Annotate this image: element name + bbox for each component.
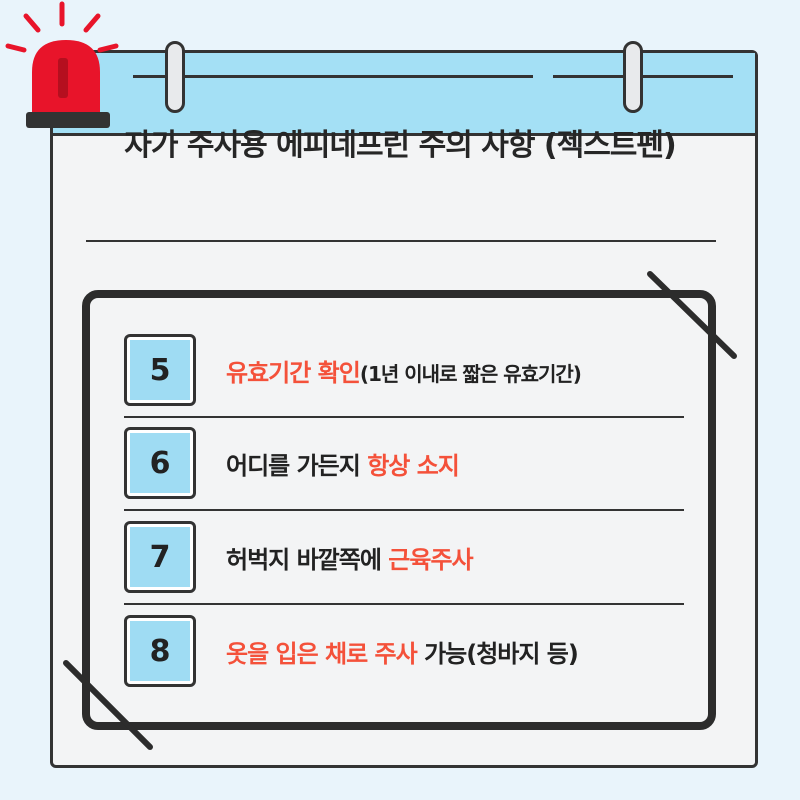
list-item: 8 옷을 입은 채로 주사 가능(청바지 등) <box>124 606 684 696</box>
header-line <box>553 75 733 78</box>
item-text: 유효기간 확인(1년 이내로 짧은 유효기간) <box>226 353 582 388</box>
list-item: 6 어디를 가든지 항상 소지 <box>124 418 684 508</box>
frame-corner-accent <box>63 660 153 750</box>
item-number-badge: 8 <box>124 615 196 687</box>
title-divider <box>86 240 716 242</box>
item-text: 옷을 입은 채로 주사 가능(청바지 등) <box>226 634 579 669</box>
list-item: 7 허벅지 바깥쪽에 근육주사 <box>124 512 684 602</box>
item-text-plain: 가능(청바지 등) <box>416 639 579 668</box>
item-number-badge: 5 <box>124 334 196 406</box>
content-frame <box>82 290 716 730</box>
item-text: 허벅지 바깥쪽에 근육주사 <box>226 540 474 575</box>
frame-corner-accent <box>647 271 737 359</box>
row-divider <box>124 416 684 418</box>
item-number: 8 <box>130 621 190 681</box>
row-divider <box>124 509 684 511</box>
item-text-plain: 허벅지 바깥쪽에 <box>226 545 389 574</box>
header-line <box>133 75 533 78</box>
item-text: 어디를 가든지 항상 소지 <box>226 446 460 481</box>
page-title: 자가 주사용 에피네프린 주의 사항 (젝스트펜) <box>124 128 676 163</box>
item-text-highlight: 유효기간 확인 <box>226 358 361 387</box>
item-number-badge: 6 <box>124 427 196 499</box>
binder-ring <box>623 41 643 113</box>
item-text-highlight: 근육주사 <box>388 545 473 574</box>
item-number: 6 <box>130 433 190 493</box>
list-item: 5 유효기간 확인(1년 이내로 짧은 유효기간) <box>124 325 684 415</box>
binder-ring <box>165 41 185 113</box>
item-text-plain: 어디를 가든지 <box>226 451 368 480</box>
siren-icon <box>5 1 119 128</box>
item-text-plain: (1년 이내로 짧은 유효기간) <box>359 361 582 386</box>
item-text-highlight: 항상 소지 <box>367 451 460 480</box>
row-divider <box>124 603 684 605</box>
item-number: 5 <box>130 340 190 400</box>
item-text-highlight: 옷을 입은 채로 주사 <box>226 639 418 668</box>
item-number: 7 <box>130 527 190 587</box>
item-number-badge: 7 <box>124 521 196 593</box>
